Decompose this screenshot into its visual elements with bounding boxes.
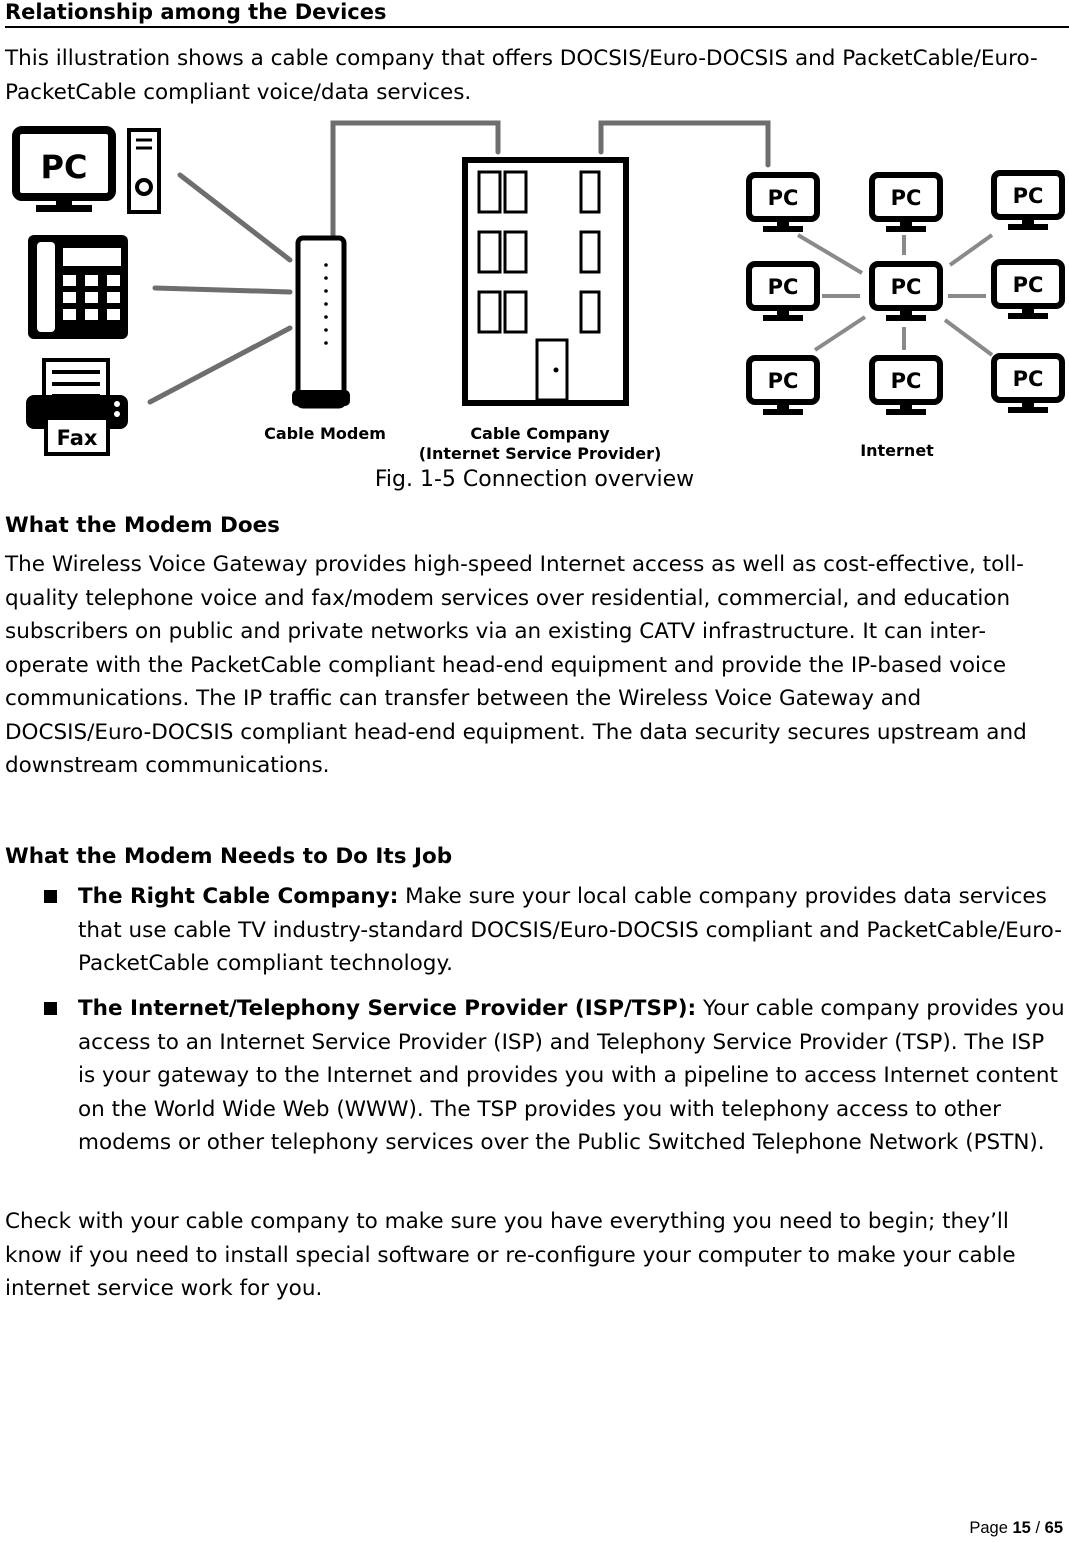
svg-text:PC: PC (1013, 273, 1044, 297)
internet-pc-icon: PC (746, 261, 820, 321)
list-item-term: The Right Cable Company: (78, 884, 399, 909)
cable-company-sublabel: (Internet Service Provider) (419, 444, 662, 463)
internet-pc-icon: PC (991, 170, 1065, 230)
net-line (948, 233, 994, 267)
internet-pc-icon: PC (869, 172, 943, 232)
telephone-icon (28, 235, 128, 339)
page-current: 15 (1012, 1519, 1031, 1537)
cable-modem-label: Cable Modem (264, 424, 386, 443)
svg-text:PC: PC (768, 186, 799, 210)
page-total: 65 (1044, 1519, 1063, 1537)
pc-to-modem-line (177, 172, 293, 263)
modem-does-paragraph: The Wireless Voice Gateway provides high… (5, 552, 1027, 778)
closing-paragraph: Check with your cable company to make su… (5, 1209, 1016, 1301)
svg-text:PC: PC (891, 186, 922, 210)
intro-paragraph: This illustration shows a cable company … (5, 46, 1038, 105)
fax-machine-icon: Fax (26, 358, 128, 456)
svg-text:PC: PC (768, 369, 799, 393)
modem-does-heading: What the Modem Does (5, 513, 280, 538)
bullet-square-icon (44, 890, 57, 903)
internet-pc-icon: PC (869, 261, 943, 321)
page-number: Page 15 / 65 (969, 1518, 1063, 1538)
desktop-pc-icon: PC (12, 126, 161, 214)
svg-text:PC: PC (1013, 184, 1044, 208)
internet-pc-icon: PC (991, 353, 1065, 413)
cable-company-label: Cable Company (470, 424, 610, 443)
fax-to-modem-line (147, 325, 293, 405)
bullet-square-icon (44, 1002, 57, 1015)
internet-pc-icon: PC (991, 259, 1065, 319)
modem-needs-heading: What the Modem Needs to Do Its Job (5, 844, 453, 869)
page-word: Page (969, 1519, 1008, 1537)
list-item-description: Make sure your local cable company provi… (78, 884, 1062, 976)
page-separator: / (1035, 1519, 1041, 1537)
fax-label: Fax (57, 426, 98, 450)
figure-caption: Fig. 1-5 Connection overview (374, 467, 695, 492)
net-line (943, 318, 994, 357)
cable-modem-icon (292, 235, 350, 409)
svg-text:PC: PC (768, 275, 799, 299)
svg-text:PC: PC (891, 275, 922, 299)
pc-label-left: PC (41, 148, 88, 186)
svg-text:PC: PC (1013, 367, 1044, 391)
connection-overview-figure: PC Fax Cabl (12, 120, 1065, 463)
company-to-internet-line (598, 120, 771, 168)
modem-to-company-line (330, 120, 501, 238)
net-line (813, 315, 867, 352)
internet-label: Internet (860, 441, 934, 460)
internet-pc-icon: PC (746, 355, 820, 415)
cable-company-building-icon (462, 157, 629, 406)
internet-pc-icon: PC (869, 355, 943, 415)
list-item-term: The Internet/Telephony Service Provider … (78, 996, 697, 1021)
net-line (796, 233, 864, 275)
list-item-text: The Right Cable Company: Make sure your … (78, 880, 1068, 981)
list-item-description: Your cable company provides you access t… (78, 996, 1065, 1155)
internet-pc-icon: PC (746, 172, 820, 232)
phone-to-modem-line (152, 285, 293, 295)
section-title: Relationship among the Devices (5, 0, 1069, 28)
svg-text:PC: PC (891, 369, 922, 393)
list-item-text: The Internet/Telephony Service Provider … (78, 992, 1068, 1160)
